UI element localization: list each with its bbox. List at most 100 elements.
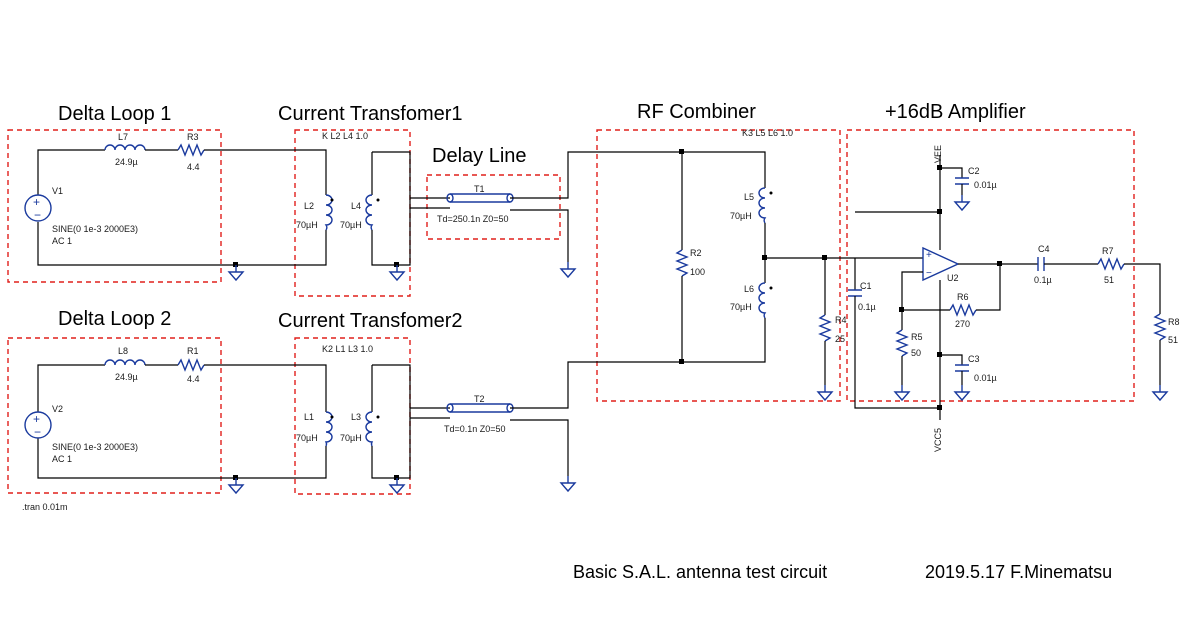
label-v2-source: SINE(0 1e-3 2000E3) bbox=[52, 442, 138, 452]
block-title-delta-loop-2: Delta Loop 2 bbox=[58, 308, 171, 330]
ground-icon bbox=[894, 384, 910, 401]
inductor-l6-symbol bbox=[758, 282, 767, 319]
label-t2-ref: T2 bbox=[474, 394, 485, 404]
label-c4-value: 0.1µ bbox=[1034, 275, 1052, 285]
ground-icon bbox=[389, 477, 405, 494]
label-r2-value: 100 bbox=[690, 267, 705, 277]
current-transformer-2-circuit bbox=[324, 364, 411, 494]
label-k1-coupling: K L2 L4 1.0 bbox=[322, 131, 368, 141]
transmission-line-t1 bbox=[410, 151, 682, 278]
label-v1-ac: AC 1 bbox=[52, 236, 72, 246]
label-vcc-rail: VCC5 bbox=[933, 428, 943, 452]
label-c3-ref: C3 bbox=[968, 354, 980, 364]
inductor-l3-symbol bbox=[365, 411, 374, 447]
block-border-rf-combiner bbox=[596, 129, 841, 402]
label-r4-ref: R4 bbox=[835, 315, 847, 325]
inductor-l2-symbol bbox=[324, 194, 333, 231]
label-l1-ref: L1 bbox=[304, 412, 314, 422]
label-c2-value: 0.01µ bbox=[974, 180, 997, 190]
label-u2-ref: U2 bbox=[947, 273, 959, 283]
amplifier-circuit: + − bbox=[848, 155, 1168, 420]
label-r7-value: 51 bbox=[1104, 275, 1114, 285]
label-r5-ref: R5 bbox=[911, 332, 923, 342]
label-l7-ref: L7 bbox=[118, 132, 128, 142]
svg-text:+: + bbox=[926, 250, 932, 261]
label-l8-value: 24.9µ bbox=[115, 372, 138, 382]
resistor-r2-symbol bbox=[675, 249, 689, 277]
block-border-current-transformer-1 bbox=[294, 129, 411, 297]
delta-loop-1-circuit: + − bbox=[24, 143, 327, 281]
ground-icon bbox=[954, 194, 970, 211]
svg-text:+: + bbox=[33, 195, 40, 209]
ground-icon bbox=[560, 475, 576, 492]
label-k3-coupling: K3 L5 L6 1.0 bbox=[742, 128, 793, 138]
label-l4-ref: L4 bbox=[351, 201, 361, 211]
resistor-r4-symbol bbox=[818, 314, 832, 342]
label-v2-ref: V2 bbox=[52, 404, 63, 414]
resistor-r6-symbol bbox=[949, 303, 977, 317]
label-r8-value: 51 bbox=[1168, 335, 1178, 345]
label-r7-ref: R7 bbox=[1102, 246, 1114, 256]
ground-icon bbox=[560, 261, 576, 278]
label-c4-ref: C4 bbox=[1038, 244, 1050, 254]
inductor-l1-symbol bbox=[324, 411, 333, 447]
current-transformer-1-circuit bbox=[324, 151, 411, 281]
resistor-r3-symbol bbox=[177, 143, 205, 157]
ground-icon bbox=[817, 384, 833, 401]
label-l3-ref: L3 bbox=[351, 412, 361, 422]
svg-text:−: − bbox=[34, 425, 41, 439]
label-c1-ref: C1 bbox=[860, 281, 872, 291]
label-r6-ref: R6 bbox=[957, 292, 969, 302]
source-v2-symbol bbox=[24, 411, 52, 439]
label-l2-value: 70µH bbox=[296, 220, 318, 230]
inductor-l7-symbol bbox=[104, 144, 146, 151]
label-l3-value: 70µH bbox=[340, 433, 362, 443]
block-title-current-transformer-2: Current Transfomer2 bbox=[278, 310, 463, 332]
svg-text:−: − bbox=[926, 268, 932, 279]
label-r2-ref: R2 bbox=[690, 248, 702, 258]
ground-icon bbox=[954, 384, 970, 401]
resistor-r7-symbol bbox=[1097, 257, 1125, 271]
label-r8-ref: R8 bbox=[1168, 317, 1180, 327]
label-t1-params: Td=250.1n Z0=50 bbox=[437, 214, 509, 224]
label-r6-value: 270 bbox=[955, 319, 970, 329]
label-v2-ac: AC 1 bbox=[52, 454, 72, 464]
label-c1-value: 0.1µ bbox=[858, 302, 876, 312]
label-r3-ref: R3 bbox=[187, 132, 199, 142]
label-vee-rail: VEE bbox=[933, 145, 943, 163]
block-title-amplifier: +16dB Amplifier bbox=[885, 101, 1026, 123]
source-v1-symbol bbox=[24, 194, 52, 222]
inductor-l5-symbol bbox=[758, 187, 767, 224]
block-border-delta-loop-2 bbox=[7, 337, 222, 494]
label-r3-value: 4.4 bbox=[187, 162, 200, 172]
label-l4-value: 70µH bbox=[340, 220, 362, 230]
label-l2-ref: L2 bbox=[304, 201, 314, 211]
label-v1-ref: V1 bbox=[52, 186, 63, 196]
label-l8-ref: L8 bbox=[118, 346, 128, 356]
capacitor-c2-symbol bbox=[955, 177, 969, 185]
opamp-u2-symbol bbox=[922, 246, 960, 282]
block-title-delay-line: Delay Line bbox=[432, 145, 527, 167]
label-r1-value: 4.4 bbox=[187, 374, 200, 384]
label-r5-value: 50 bbox=[911, 348, 921, 358]
ground-icon bbox=[228, 477, 244, 494]
label-l1-value: 70µH bbox=[296, 433, 318, 443]
label-r1-ref: R1 bbox=[187, 346, 199, 356]
footer-author-date: 2019.5.17 F.Minematsu bbox=[925, 562, 1112, 582]
inductor-l4-symbol bbox=[365, 194, 374, 231]
resistor-r1-symbol bbox=[177, 358, 205, 372]
label-l6-value: 70µH bbox=[730, 302, 752, 312]
label-l5-ref: L5 bbox=[744, 192, 754, 202]
label-l6-ref: L6 bbox=[744, 284, 754, 294]
capacitor-c3-symbol bbox=[955, 364, 969, 372]
label-l5-value: 70µH bbox=[730, 211, 752, 221]
block-border-delta-loop-1 bbox=[7, 129, 222, 283]
ground-icon bbox=[228, 264, 244, 281]
label-t1-ref: T1 bbox=[474, 184, 485, 194]
ground-icon bbox=[389, 264, 405, 281]
label-c3-value: 0.01µ bbox=[974, 373, 997, 383]
block-title-current-transformer-1: Current Transfomer1 bbox=[278, 103, 463, 125]
label-r4-value: 25 bbox=[835, 334, 845, 344]
svg-text:−: − bbox=[34, 208, 41, 222]
